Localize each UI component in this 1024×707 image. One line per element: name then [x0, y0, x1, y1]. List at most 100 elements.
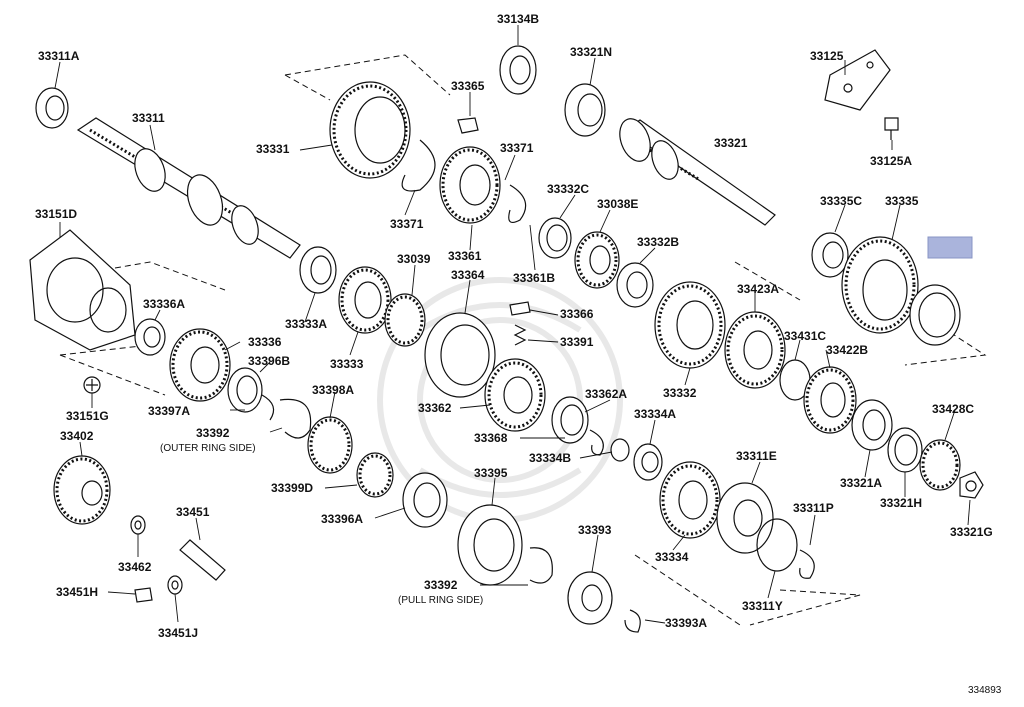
label-33333A[interactable]: 33333A [285, 317, 327, 331]
gear-33361[interactable] [439, 146, 501, 224]
snap-ring-33368[interactable] [589, 429, 604, 456]
label-33134B[interactable]: 33134B [497, 12, 539, 26]
gear-33422B[interactable] [803, 366, 857, 434]
hub-33362[interactable] [484, 358, 546, 432]
ring-33396B[interactable] [227, 367, 263, 413]
label-33371-lower[interactable]: 33371 [390, 217, 424, 231]
label-33398A[interactable]: 33398A [312, 383, 354, 397]
ring-33392-outer[interactable] [279, 398, 312, 439]
output-shaft[interactable] [614, 115, 776, 226]
label-33321G[interactable]: 33321G [950, 525, 993, 539]
label-33311P[interactable]: 33311P [793, 501, 834, 515]
label-33362A[interactable]: 33362A [585, 387, 627, 401]
ring-33332C[interactable] [538, 217, 572, 259]
label-33332C[interactable]: 33332C [547, 182, 589, 196]
label-33321A[interactable]: 33321A [840, 476, 882, 490]
gear-33332[interactable] [654, 281, 726, 369]
label-33333[interactable]: 33333 [330, 357, 364, 371]
gear-33333[interactable] [338, 266, 392, 334]
label-33428C[interactable]: 33428C [932, 402, 974, 416]
label-33396B[interactable]: 33396B [248, 354, 290, 368]
bearing-33311A[interactable] [35, 87, 69, 129]
label-33396A[interactable]: 33396A [321, 512, 363, 526]
label-33431C[interactable]: 33431C [784, 329, 826, 343]
label-33391[interactable]: 33391 [560, 335, 594, 349]
snap-ring-33371a[interactable] [401, 139, 436, 192]
key-33365[interactable] [457, 117, 479, 134]
ring-33321H[interactable] [887, 427, 923, 473]
label-33321[interactable]: 33321 [714, 136, 748, 150]
gear-33423A[interactable] [724, 311, 786, 389]
bracket-33125[interactable] [824, 49, 891, 111]
input-shaft[interactable] [76, 117, 301, 259]
label-33368[interactable]: 33368 [474, 431, 508, 445]
gear-33428C[interactable] [919, 439, 961, 491]
label-33321N[interactable]: 33321N [570, 45, 612, 59]
label-33365[interactable]: 33365 [451, 79, 485, 93]
label-33361B[interactable]: 33361B [513, 271, 555, 285]
synchro-ring-33399D[interactable] [356, 452, 394, 498]
nut-33321G[interactable] [959, 471, 984, 499]
ring-33392-pull[interactable] [529, 547, 553, 584]
label-33395[interactable]: 33395 [474, 466, 508, 480]
label-33125[interactable]: 33125 [810, 49, 844, 63]
label-33321H[interactable]: 33321H [880, 496, 922, 510]
washer-33334B[interactable] [610, 438, 630, 462]
bearing-33335C[interactable] [811, 232, 849, 278]
label-33392-pull[interactable]: 33392 [424, 578, 458, 592]
label-33151G[interactable]: 33151G [66, 409, 109, 423]
gear-33334[interactable] [659, 461, 721, 539]
label-33151D[interactable]: 33151D [35, 207, 77, 221]
label-33336A[interactable]: 33336A [143, 297, 185, 311]
label-33334[interactable]: 33334 [655, 550, 689, 564]
bearing-33321A[interactable] [851, 399, 893, 451]
label-33311Y[interactable]: 33311Y [742, 599, 783, 613]
label-33361[interactable]: 33361 [448, 249, 482, 263]
bearing-33333A[interactable] [299, 246, 337, 294]
label-33422B[interactable]: 33422B [826, 343, 868, 357]
label-33038E[interactable]: 33038E [597, 197, 638, 211]
label-33311E[interactable]: 33311E [736, 449, 777, 463]
label-33334B[interactable]: 33334B [529, 451, 571, 465]
bearing-race-highlighted[interactable] [909, 284, 961, 346]
washer-33462[interactable] [130, 515, 146, 535]
label-33332[interactable]: 33332 [663, 386, 697, 400]
label-33332B[interactable]: 33332B [637, 235, 679, 249]
snap-ring-33397A[interactable] [261, 394, 275, 421]
label-33366[interactable]: 33366 [560, 307, 594, 321]
housing-33151D[interactable] [29, 229, 136, 351]
label-33423A[interactable]: 33423A [737, 282, 779, 296]
label-33362[interactable]: 33362 [418, 401, 452, 415]
label-33393A[interactable]: 33393A [665, 616, 707, 630]
shaft-33451[interactable] [179, 539, 226, 581]
gear-33038E[interactable] [574, 231, 620, 289]
sleeve-33364[interactable] [424, 312, 496, 398]
label-33311[interactable]: 33311 [132, 111, 165, 125]
washer-33451J[interactable] [167, 575, 183, 595]
bearing-33134B[interactable] [499, 45, 537, 95]
bolt-33451H[interactable] [134, 587, 153, 603]
snap-ring-33371b[interactable] [508, 184, 527, 223]
label-33336[interactable]: 33336 [248, 335, 282, 349]
label-33392-outer[interactable]: 33392 [196, 426, 230, 440]
ring-33039[interactable] [384, 293, 426, 347]
bearing-33311E[interactable] [716, 482, 774, 554]
label-33371-upper[interactable]: 33371 [500, 141, 534, 155]
key-33366[interactable] [509, 301, 531, 316]
label-33364[interactable]: 33364 [451, 268, 485, 282]
ring-33396A[interactable] [402, 472, 448, 528]
label-33331[interactable]: 33331 [256, 142, 290, 156]
synchro-sleeve-33331[interactable] [329, 81, 411, 179]
spring-33391[interactable] [513, 324, 527, 346]
snap-ring-33393A[interactable] [624, 609, 641, 633]
label-33402[interactable]: 33402 [60, 429, 94, 443]
label-33335C[interactable]: 33335C [820, 194, 862, 208]
bearing-33332B[interactable] [616, 262, 654, 308]
label-33125A[interactable]: 33125A [870, 154, 912, 168]
bolt-33125A[interactable] [884, 117, 899, 140]
label-33399D[interactable]: 33399D [271, 481, 313, 495]
label-33462[interactable]: 33462 [118, 560, 152, 574]
label-33334A[interactable]: 33334A [634, 407, 676, 421]
sleeve-33395[interactable] [457, 504, 523, 586]
label-33311A[interactable]: 33311A [38, 49, 80, 63]
